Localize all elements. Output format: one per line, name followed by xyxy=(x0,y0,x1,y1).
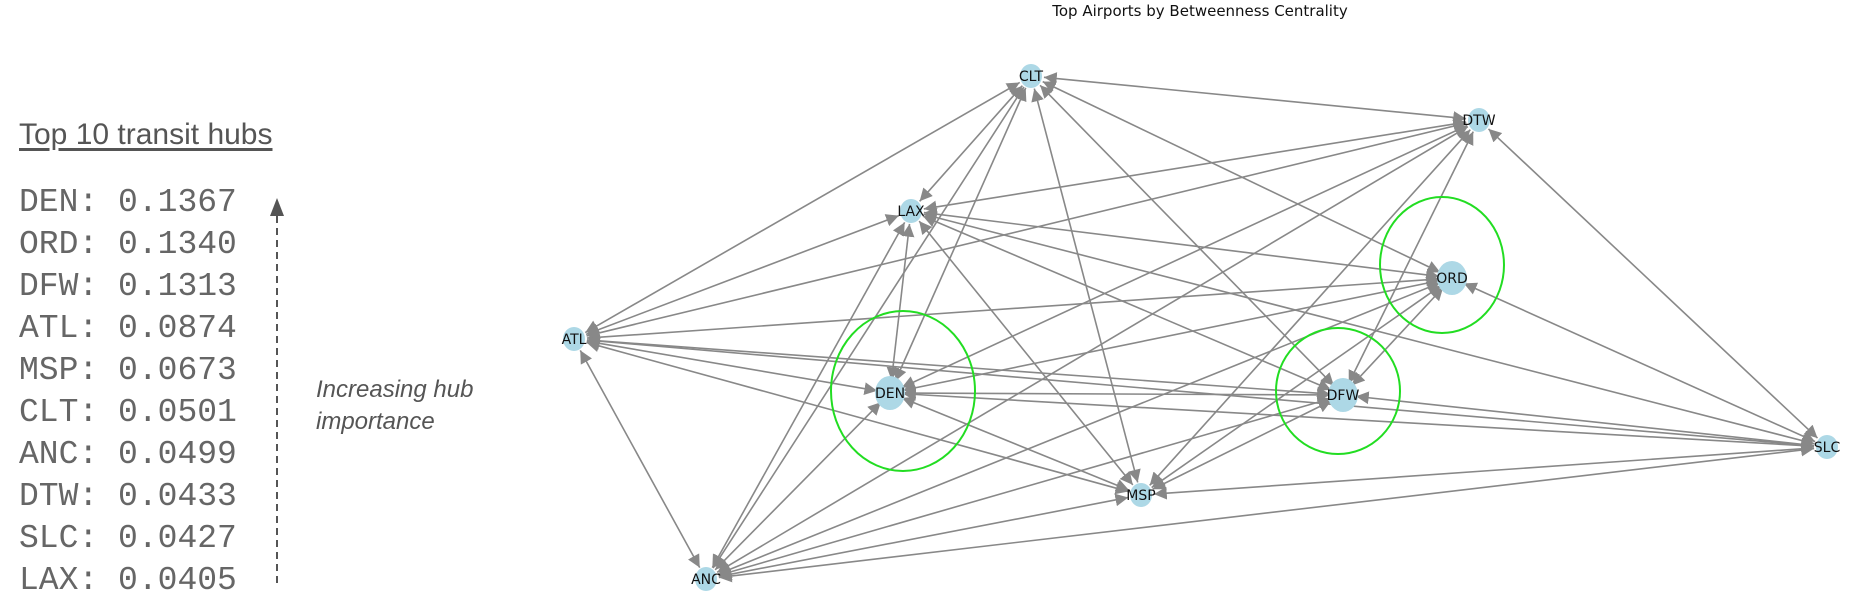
node-label-den: DEN xyxy=(875,386,905,402)
node-dtw xyxy=(1468,108,1490,132)
node-slc xyxy=(1816,435,1838,459)
node-den xyxy=(875,376,905,410)
edge-dtw-slc xyxy=(1487,128,1819,439)
node-label-dtw: DTW xyxy=(1462,113,1495,129)
edge-lax-slc xyxy=(923,211,1815,447)
edge-ord-slc xyxy=(1463,282,1816,443)
node-label-ord: ORD xyxy=(1436,271,1468,287)
ranking-list: DEN: 0.1367 ORD: 0.1340 DFW: 0.1313 ATL:… xyxy=(19,182,237,602)
highlight-ring-den xyxy=(830,310,976,472)
ranking-code: MSP xyxy=(19,352,79,389)
ranking-score: 0.1340 xyxy=(118,226,237,263)
edge-atl-dfw xyxy=(586,334,1331,400)
ranking-code: DFW xyxy=(19,268,79,305)
edge-slc-anc xyxy=(718,443,1815,583)
ranking-score: 0.0405 xyxy=(118,562,237,599)
ranking-item: ORD: 0.1340 xyxy=(19,226,237,263)
node-layer: CLT DTW LAX ORD ATL DEN DFW SLC MSP ANC xyxy=(562,64,1841,591)
panel-heading: Top 10 transit hubs xyxy=(19,118,273,151)
node-anc xyxy=(695,567,717,591)
ranking-item: CLT: 0.0501 xyxy=(19,394,237,431)
edge-ord-msp xyxy=(1151,284,1442,489)
ranking-item: LAX: 0.0405 xyxy=(19,562,237,599)
edge-ord-anc xyxy=(717,281,1441,576)
edge-dtw-anc xyxy=(716,125,1469,574)
ranking-item: ANC: 0.0499 xyxy=(19,436,237,473)
edge-den-anc xyxy=(714,401,882,571)
ranking-panel: Top 10 transit hubs DEN: 0.1367 ORD: 0.1… xyxy=(0,0,560,608)
edge-dtw-dfw xyxy=(1348,131,1474,384)
ranking-code: DTW xyxy=(19,478,79,515)
node-label-lax: LAX xyxy=(897,204,925,220)
ranking-score: 0.0499 xyxy=(118,436,237,473)
importance-note: Increasing hub importance xyxy=(316,376,474,435)
ranking-score: 0.1313 xyxy=(118,268,237,305)
node-label-msp: MSP xyxy=(1126,488,1155,504)
edge-den-dfw xyxy=(902,386,1331,402)
node-dfw xyxy=(1328,378,1358,412)
edge-atl-clt xyxy=(584,81,1021,334)
ranking-code: ANC xyxy=(19,436,79,473)
node-lax xyxy=(900,199,922,223)
node-msp xyxy=(1130,483,1152,507)
edge-atl-anc xyxy=(579,350,701,568)
ranking-code: LAX xyxy=(19,562,79,599)
ranking-item: ATL: 0.0874 xyxy=(19,310,237,347)
edge-lax-ord xyxy=(923,207,1440,282)
ranking-item: SLC: 0.0427 xyxy=(19,520,237,557)
edge-clt-dfw xyxy=(1039,84,1335,387)
ranking-item: DEN: 0.1367 xyxy=(19,184,237,221)
node-atl xyxy=(563,327,585,351)
importance-arrow-icon xyxy=(270,198,284,587)
ranking-score: 0.1367 xyxy=(118,184,237,221)
ranking-item: DTW: 0.0433 xyxy=(19,478,237,515)
ranking-code: ATL xyxy=(19,310,79,347)
edge-dfw-anc xyxy=(718,396,1331,578)
highlight-ring-ord xyxy=(1379,196,1505,334)
edge-dfw-slc xyxy=(1355,391,1815,451)
edge-atl-ord xyxy=(586,273,1440,344)
node-label-slc: SLC xyxy=(1814,440,1841,456)
ranking-score: 0.0673 xyxy=(118,352,237,389)
node-ord xyxy=(1437,261,1467,295)
ranking-code: CLT xyxy=(19,394,79,431)
ranking-item: MSP: 0.0673 xyxy=(19,352,237,389)
ranking-code: SLC xyxy=(19,520,79,557)
highlight-ring-dfw xyxy=(1275,327,1401,455)
highlight-ring-layer xyxy=(830,196,1505,472)
ranking-code: DEN xyxy=(19,184,79,221)
edge-den-msp xyxy=(901,396,1130,492)
ranking-score: 0.0427 xyxy=(118,520,237,557)
node-clt xyxy=(1020,64,1042,88)
ranking-score: 0.0874 xyxy=(118,310,237,347)
ranking-score: 0.0501 xyxy=(118,394,237,431)
ranking-code: ORD xyxy=(19,226,79,263)
graph-title: Top Airports by Betweenness Centrality xyxy=(1051,2,1348,20)
ranking-score: 0.0433 xyxy=(118,478,237,515)
node-label-anc: ANC xyxy=(691,572,721,588)
node-label-atl: ATL xyxy=(562,332,587,348)
edge-atl-dtw xyxy=(586,119,1467,340)
edge-clt-anc xyxy=(712,86,1025,569)
edge-atl-msp xyxy=(586,339,1129,495)
edge-clt-lax xyxy=(919,85,1023,202)
edge-layer xyxy=(579,72,1819,583)
node-label-clt: CLT xyxy=(1019,69,1044,85)
node-label-dfw: DFW xyxy=(1327,388,1360,404)
ranking-item: DFW: 0.1313 xyxy=(19,268,237,305)
